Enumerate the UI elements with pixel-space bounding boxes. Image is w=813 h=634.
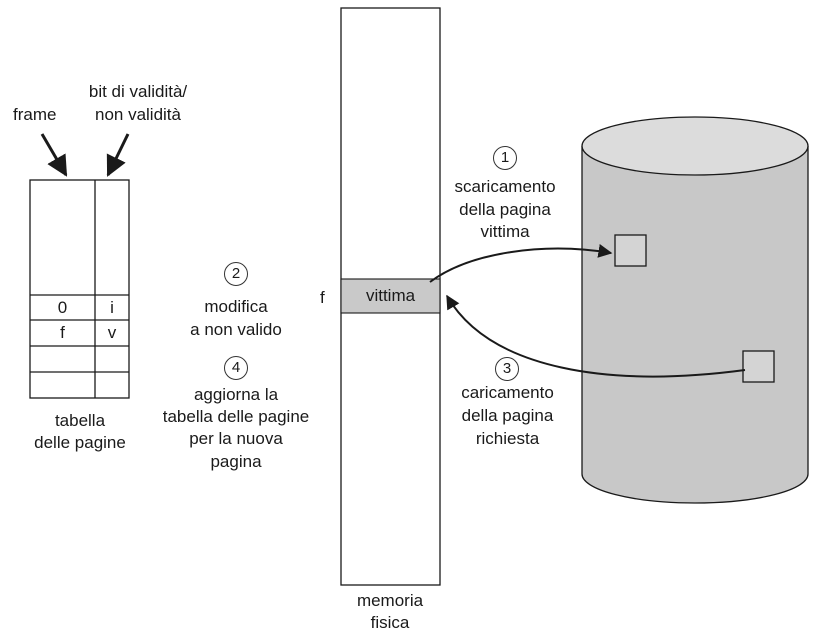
step-4-text-line: tabella delle pagine	[162, 407, 310, 426]
page-table-outline	[29, 179, 130, 399]
row-bit-cell: v	[107, 323, 117, 342]
row-frame-cell: f	[60, 323, 65, 342]
frame-f-marker: f	[320, 288, 325, 307]
page-table-caption-line2: delle pagine	[34, 433, 126, 452]
memory-caption-line2: fisica	[370, 613, 410, 632]
step-3-text-line: caricamento	[461, 383, 554, 402]
physical-memory	[340, 7, 441, 586]
swap-in-arrow	[446, 294, 746, 378]
step-4-text-line: aggiorna la	[193, 385, 279, 404]
step-2-number: 2	[224, 262, 248, 286]
step-2-text-line: modifica	[204, 297, 268, 316]
disk-body	[581, 146, 809, 504]
victim-label: vittima	[365, 286, 416, 305]
valid-bit-label-line1: bit di validità/	[88, 82, 188, 101]
disk-top	[581, 116, 809, 176]
valid-bit-pointer-arrow	[106, 133, 130, 177]
memory-caption-line1: memoria	[356, 591, 424, 610]
step-3-text-line: della pagina	[461, 406, 554, 425]
step-4-number: 4	[224, 356, 248, 380]
row-bit-cell: i	[110, 298, 114, 317]
frame-pointer-arrow	[40, 133, 68, 177]
swap-out-arrow	[429, 244, 613, 283]
frame-label: frame	[13, 105, 57, 124]
page-table	[29, 179, 130, 399]
requested-page	[742, 350, 775, 383]
step-1-text-line: della pagina	[459, 200, 551, 219]
step-1-number: 1	[493, 146, 517, 170]
step-2-text-line: a non valido	[190, 320, 282, 339]
step-3-number: 3	[495, 357, 519, 381]
step-3-text-line: richiesta	[475, 429, 540, 448]
page-table-caption-line1: tabella	[54, 411, 106, 430]
row-frame-cell: 0	[57, 298, 68, 317]
step-1-text-line: vittima	[480, 222, 530, 241]
step-4-text-line: per la nuova	[189, 429, 283, 448]
step-4-text-line: pagina	[210, 452, 262, 471]
disk	[581, 116, 809, 504]
swapped-out-page	[614, 234, 647, 267]
valid-bit-label-line2: non validità	[94, 105, 181, 124]
victim-frame	[340, 278, 441, 314]
step-1-text-line: scaricamento	[454, 177, 556, 196]
